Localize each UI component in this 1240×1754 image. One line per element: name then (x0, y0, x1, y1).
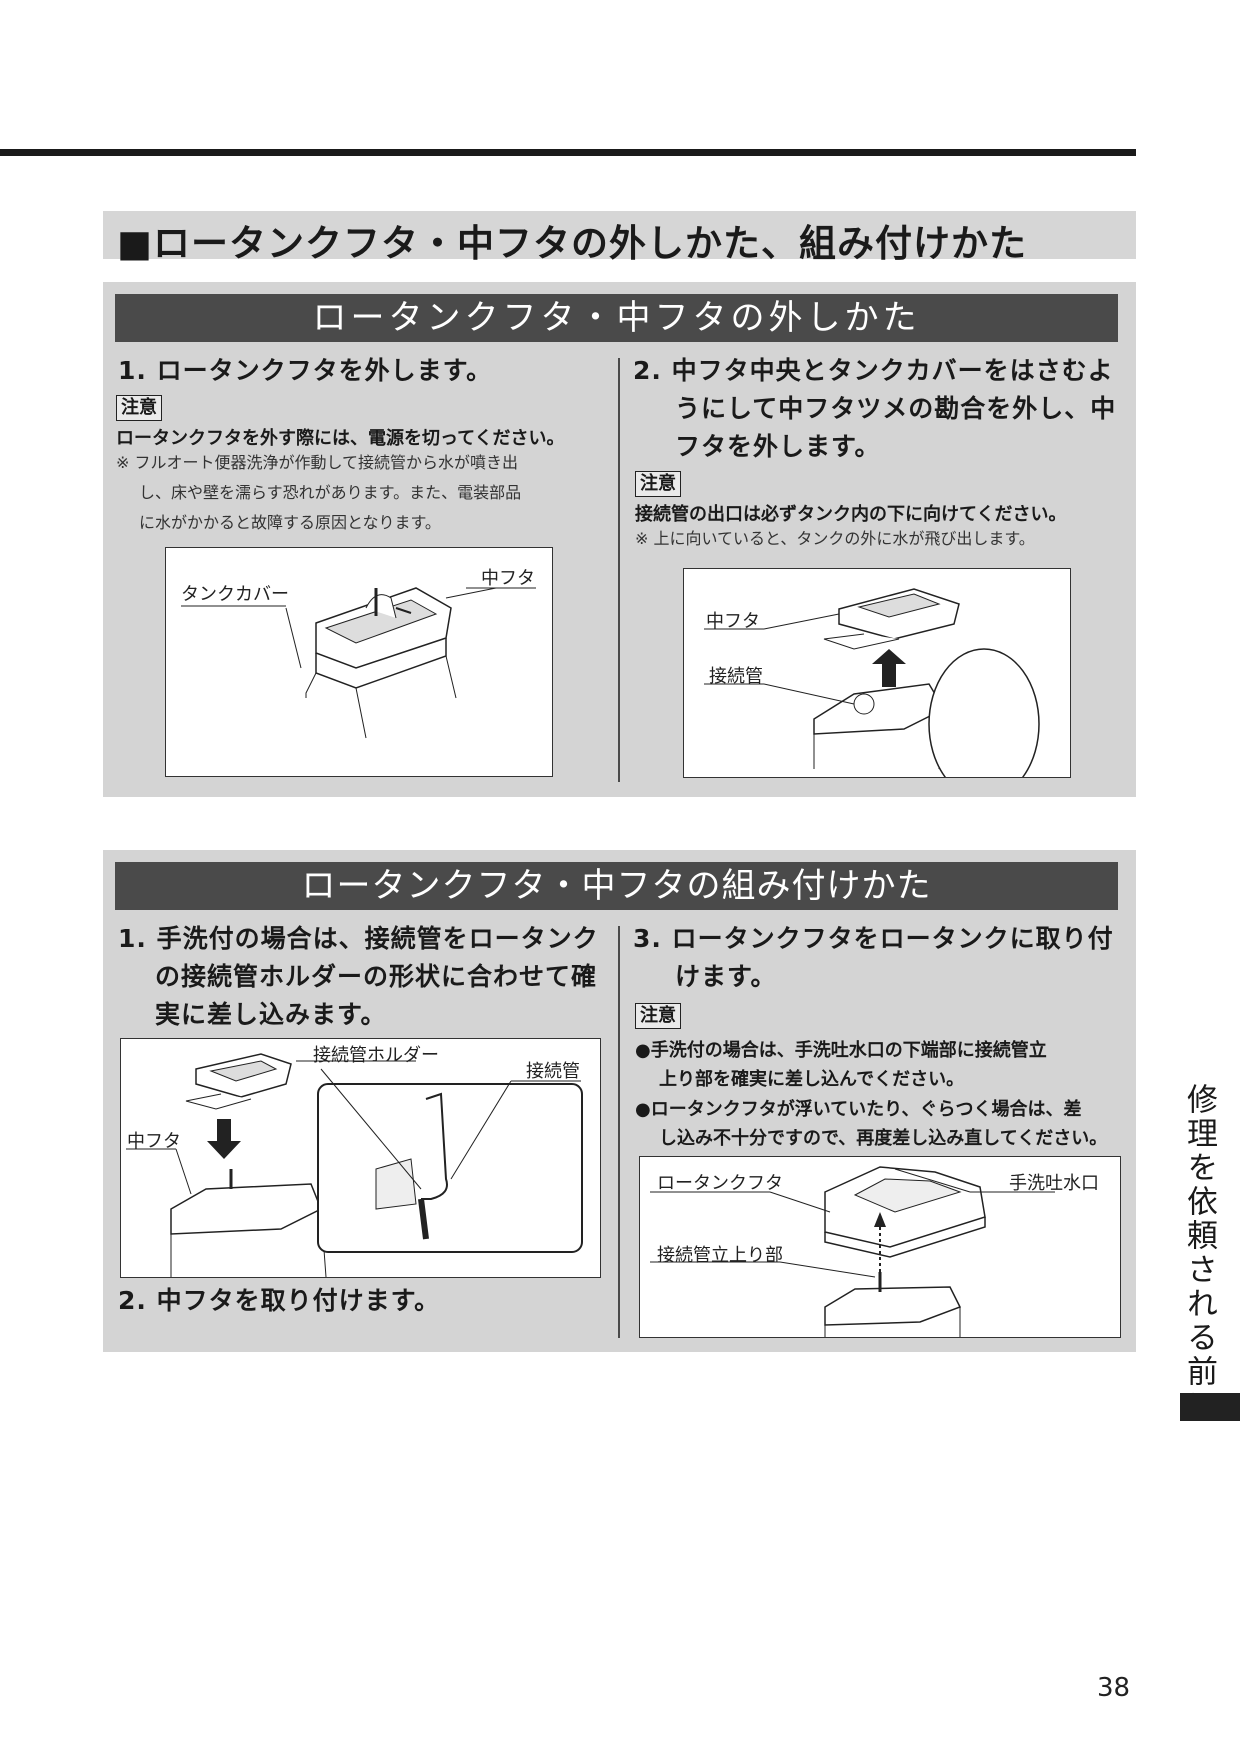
label-pipe: 接続管 (709, 666, 763, 687)
remove-step2-line: うにして中フタツメの勘合を外し、中 (675, 394, 1117, 423)
bullet-line: 上り部を確実に差し込んでください。 (659, 1069, 965, 1090)
install-step1-line: の接続管ホルダーの形状に合わせて確 (155, 962, 598, 991)
install-panel: ロータンクフタ・中フタの組み付けかた 1. 手洗付の場合は、接続管をロータンク … (103, 850, 1136, 1352)
figure-install-pipe: 接続管ホルダー 接続管 中フタ (120, 1038, 601, 1278)
remove-step2-line: 2. 中フタ中央とタンクカバーをはさむよ (633, 356, 1114, 385)
figure-install-tank-lid: ロータンクフタ 手洗吐水口 接続管立上り部 (639, 1156, 1121, 1338)
main-heading-bar: ■ロータンクフタ・中フタの外しかた、組み付けかた (103, 211, 1136, 265)
label-inner-lid: 中フタ (481, 568, 535, 589)
warning-text: 接続管の出口は必ずタンク内の下に向けてください。 (635, 504, 1067, 525)
sub-line: し、床や壁を濡らす恐れがあります。また、電装部品 (139, 483, 522, 502)
label-inner-lid: 中フタ (127, 1131, 181, 1152)
label-spout: 手洗吐水口 (1009, 1173, 1099, 1194)
sub-line: に水がかかると故障する原因となります。 (139, 513, 441, 532)
install-step1-line: 実に差し込みます。 (155, 1000, 387, 1029)
side-tab-label: 修理を依頼される前に (1181, 1083, 1217, 1423)
column-divider (618, 926, 620, 1338)
side-tab-marker (1180, 1393, 1240, 1421)
install-step3-line: けます。 (675, 962, 777, 991)
label-tank-lid: ロータンクフタ (657, 1173, 783, 1194)
label-pipe: 接続管 (526, 1061, 580, 1082)
install-band-title: ロータンクフタ・中フタの組み付けかた (115, 862, 1118, 910)
note-tag: 注意 (116, 395, 162, 421)
remove-panel: ロータンクフタ・中フタの外しかた 1. ロータンクフタを外します。 注意 ロータ… (103, 282, 1136, 800)
pipe-holder-illustration (126, 1053, 583, 1278)
install-step1-line: 1. 手洗付の場合は、接続管をロータンク (118, 924, 599, 953)
label-inner-lid: 中フタ (706, 611, 760, 632)
remove-band-title: ロータンクフタ・中フタの外しかた (115, 294, 1118, 342)
column-divider (618, 358, 620, 782)
bullet-line: ●手洗付の場合は、手洗吐水口の下端部に接続管立 (635, 1040, 1047, 1061)
label-pipe-holder: 接続管ホルダー (313, 1045, 439, 1066)
bullet-line: し込み不十分ですので、再度差し込み直してください。 (659, 1128, 1108, 1149)
page-number: 38 (1097, 1673, 1131, 1703)
figure-remove-lid: タンクカバー 中フタ (165, 547, 553, 777)
label-tank-cover: タンクカバー (181, 584, 289, 605)
figure-remove-inner-lid: 中フタ 接続管 (683, 568, 1071, 800)
tank-lid-install-illustration (650, 1166, 1055, 1337)
sub-line: ※ フルオート便器洗浄が作動して接続管から水が噴き出 (116, 453, 519, 472)
arrow-up-icon (874, 1212, 886, 1227)
arrow-down-icon (207, 1119, 241, 1159)
install-step3-line: 3. ロータンクフタをロータンクに取り付 (633, 924, 1114, 953)
install-step2: 2. 中フタを取り付けます。 (118, 1286, 441, 1315)
note-tag: 注意 (635, 1003, 681, 1029)
warning-text: ロータンクフタを外す際には、電源を切ってください。 (116, 428, 565, 449)
sub-line: ※ 上に向いていると、タンクの外に水が飛び出します。 (635, 529, 1035, 548)
remove-step1: 1. ロータンクフタを外します。 (118, 356, 493, 385)
arrow-up-icon (872, 649, 906, 687)
note-tag: 注意 (635, 471, 681, 497)
bullet-line: ●ロータンクフタが浮いていたり、ぐらつく場合は、差 (635, 1099, 1082, 1120)
top-rule (0, 149, 1136, 156)
tank-lid-illustration (181, 587, 536, 739)
remove-step2-line: フタを外します。 (675, 432, 881, 461)
inner-lid-illustration (704, 588, 1040, 800)
main-heading: ■ロータンクフタ・中フタの外しかた、組み付けかた (117, 222, 1027, 265)
label-riser: 接続管立上り部 (657, 1245, 783, 1266)
